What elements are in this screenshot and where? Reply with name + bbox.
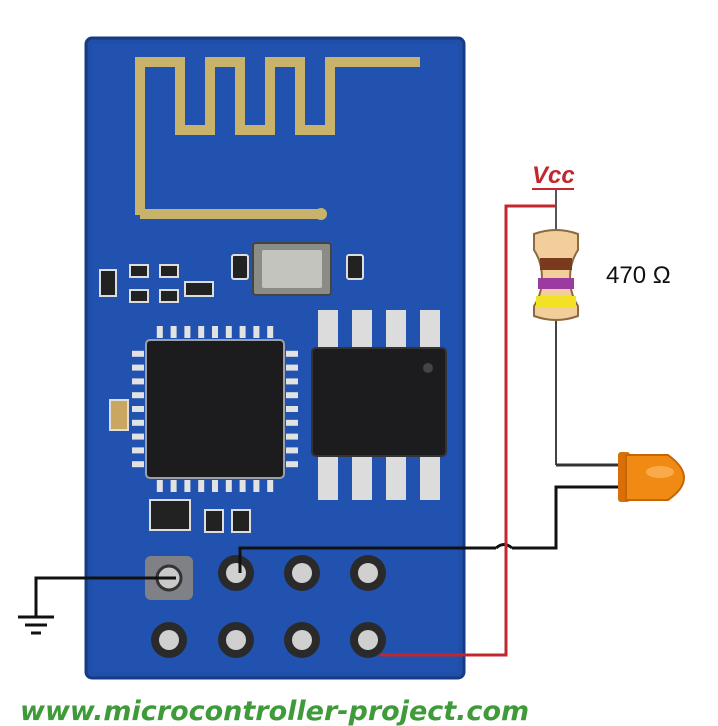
resistor-value-label: 470 Ω: [606, 262, 671, 289]
chip-pin: [156, 326, 163, 338]
chip-pin: [156, 480, 163, 492]
chip-pin: [132, 406, 144, 412]
chip-pin: [132, 433, 144, 440]
chip-pin: [267, 326, 274, 338]
chip-pin: [198, 326, 205, 338]
chip-pin: [212, 326, 218, 338]
chip-pin: [132, 392, 144, 399]
chip-pin: [286, 447, 298, 454]
website-url: www.microcontroller-project.com: [20, 696, 529, 726]
chip-pin: [132, 350, 144, 357]
pcb-antenna: [135, 57, 420, 219]
chip-pin: [239, 326, 246, 338]
chip-pin: [239, 480, 246, 492]
pin-row-bottom: [151, 622, 386, 658]
chip-pin: [286, 461, 298, 468]
chip-pin: [170, 480, 177, 492]
chip-pin: [212, 480, 218, 492]
led: [556, 452, 685, 502]
chip-pin: [132, 364, 144, 371]
power-wire: [380, 204, 556, 657]
chip-pin: [253, 480, 260, 492]
chip-pin: [225, 480, 232, 492]
chip-pin: [286, 433, 298, 440]
chip-pin: [184, 326, 191, 338]
chip-pin: [132, 447, 144, 454]
chip-pin: [286, 364, 298, 371]
antenna-end: [315, 208, 327, 220]
chip-pin: [286, 350, 298, 357]
chip-pin: [253, 326, 260, 338]
pin-row-top: [145, 555, 386, 600]
chip-pin: [198, 480, 205, 492]
resistor: [533, 229, 579, 465]
chip-pin: [170, 326, 177, 338]
smd-components: [99, 254, 364, 533]
chip-pin: [286, 378, 298, 385]
chip-pin: [267, 480, 274, 492]
chip-pin: [286, 419, 298, 426]
chip-pin: [225, 326, 232, 338]
chip-pin: [132, 419, 144, 426]
esp-main-chip: [132, 326, 298, 492]
vcc-label: Vcc: [532, 162, 575, 189]
chip-pin: [132, 461, 144, 468]
vcc-node: Vcc: [532, 162, 575, 232]
ground-icon: [18, 615, 54, 635]
flash-memory-chip: [311, 310, 447, 500]
chip-pin: [184, 480, 191, 492]
chip-pin: [132, 378, 144, 385]
ground-wire: [34, 576, 176, 616]
chip-pin: [286, 392, 298, 399]
chip-pin: [286, 406, 298, 412]
header-pins: [145, 555, 386, 658]
crystal-oscillator: [252, 242, 332, 296]
gpio-wire: [238, 485, 620, 573]
